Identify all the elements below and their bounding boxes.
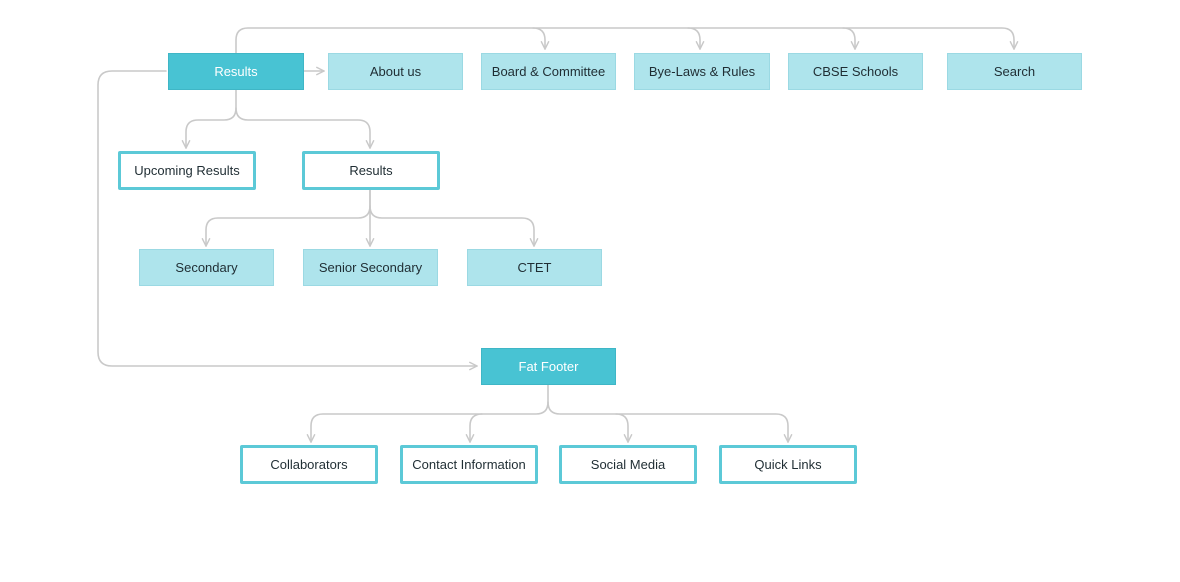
bye-laws-rules-node[interactable]: Bye-Laws & Rules <box>634 53 770 90</box>
results-child-node[interactable]: Results <box>302 151 440 190</box>
collaborators-node[interactable]: Collaborators <box>240 445 378 484</box>
connector-results-children <box>181 89 237 149</box>
connector-to-ctet <box>369 205 539 247</box>
board-committee-node[interactable]: Board & Committee <box>481 53 616 90</box>
connector-to-contact <box>465 413 483 443</box>
connector-results-footer <box>97 70 478 371</box>
secondary-node[interactable]: Secondary <box>139 249 274 286</box>
about-us-node[interactable]: About us <box>328 53 463 90</box>
connector-to-byelaws <box>687 27 705 50</box>
social-media-node[interactable]: Social Media <box>559 445 697 484</box>
search-node[interactable]: Search <box>947 53 1082 90</box>
ctet-node[interactable]: CTET <box>467 249 602 286</box>
results-node[interactable]: Results <box>168 53 304 90</box>
connector-to-social <box>547 401 793 443</box>
connector-to-quick <box>615 413 633 443</box>
fat-footer-node[interactable]: Fat Footer <box>481 348 616 385</box>
quick-links-node[interactable]: Quick Links <box>719 445 857 484</box>
connector-to-results-child <box>235 107 375 149</box>
connector-to-schools <box>842 27 860 50</box>
senior-secondary-node[interactable]: Senior Secondary <box>303 249 438 286</box>
cbse-schools-node[interactable]: CBSE Schools <box>788 53 923 90</box>
connector-footer-children <box>306 384 549 443</box>
contact-information-node[interactable]: Contact Information <box>400 445 538 484</box>
connector-to-board <box>532 27 550 50</box>
connector-to-secondary <box>201 189 371 247</box>
connector-results-top-bus <box>235 27 1019 54</box>
upcoming-results-node[interactable]: Upcoming Results <box>118 151 256 190</box>
